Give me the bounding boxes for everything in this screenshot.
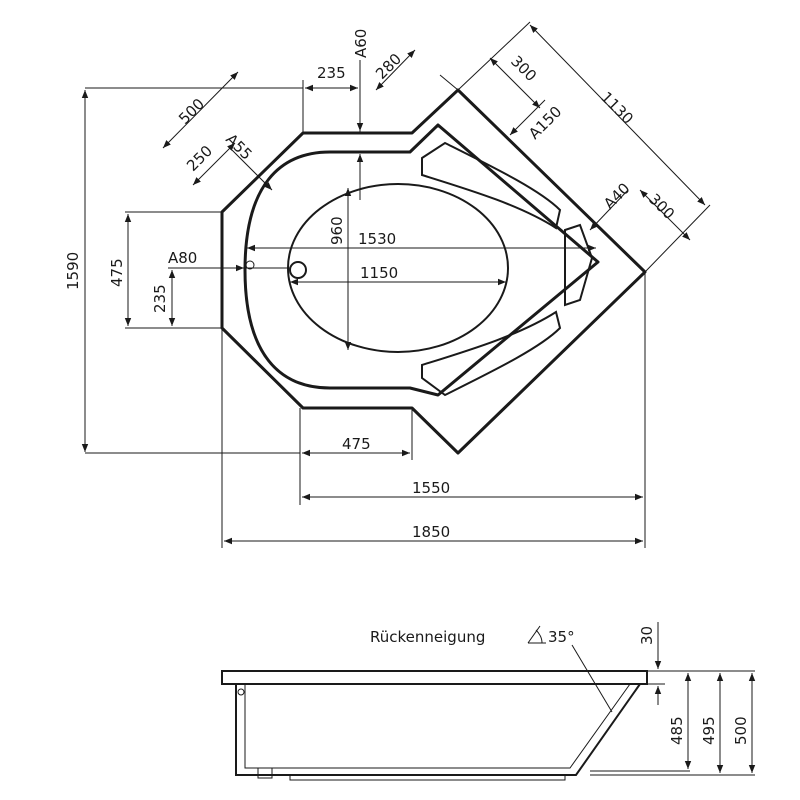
dim-1850: 1850 [412,523,450,541]
section-overflow [237,688,245,696]
dim-475-bottom: 475 [342,435,371,453]
dim-500-section: 500 [732,716,750,745]
dim-1590: 1590 [64,252,82,290]
dim-30: 30 [638,626,656,645]
dim-a55: A55 [222,130,255,163]
dim-a60: A60 [352,29,370,58]
extension-lines [85,21,711,548]
dim-960: 960 [328,216,346,245]
armrest-lower [421,310,562,397]
tub-body-inner [244,683,631,769]
drain-circle [289,261,307,279]
back-slope-label: Rückenneigung [370,628,485,646]
tub-outer-outline [220,88,647,455]
dim-235-top: 235 [317,64,346,82]
dimension-lines [81,24,706,545]
tub-feet [257,768,566,781]
dim-a80: A80 [168,249,197,267]
dimension-labels: 500 250 A55 235 A60 280 300 A150 1130 A4… [64,29,678,541]
tub-rim [221,670,648,685]
plan-view: 500 250 A55 235 A60 280 300 A150 1130 A4… [64,21,711,548]
dim-300-right: 300 [645,190,678,223]
backrest [564,223,594,307]
dim-475-left: 475 [108,258,126,287]
dim-1130: 1130 [597,88,637,128]
tub-body [235,683,641,776]
side-section-view: Rückenneigung 35° 30 485 495 500 [221,622,756,781]
dim-495: 495 [700,716,718,745]
dim-485: 485 [668,716,686,745]
dim-1550: 1550 [412,479,450,497]
dim-1530: 1530 [358,230,396,248]
armrest-upper [421,141,562,230]
basin-outline [243,123,600,397]
drain-overflow [245,260,255,270]
back-slope-angle: 35° [548,628,575,646]
dim-235-left: 235 [151,284,169,313]
dim-a40: A40 [600,179,633,212]
dim-1150: 1150 [360,264,398,282]
angle-icon [527,625,546,644]
dim-500: 500 [175,95,208,128]
dim-250: 250 [183,142,216,175]
dim-a150: A150 [525,103,565,143]
dim-280: 280 [372,50,405,83]
